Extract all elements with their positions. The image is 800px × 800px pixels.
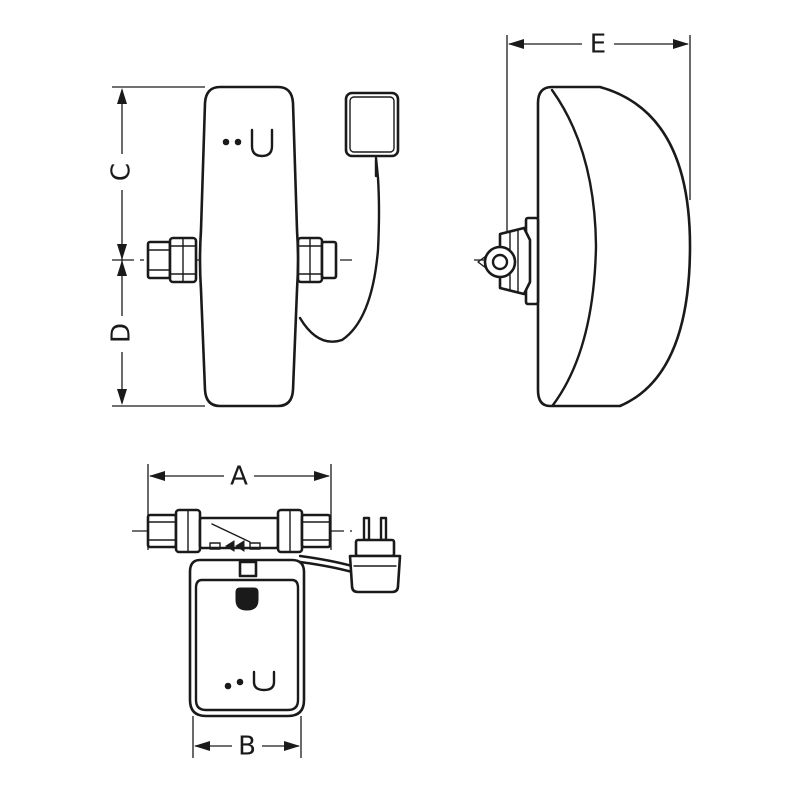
front-view: C D	[107, 85, 400, 408]
right-fitting	[296, 236, 338, 284]
top-view-valve	[146, 508, 332, 554]
sensor-window	[235, 587, 259, 611]
left-fitting	[146, 236, 198, 284]
dimension-label-e: E	[590, 30, 606, 60]
side-view-fitting	[477, 216, 540, 306]
dimension-label-a: A	[230, 462, 248, 492]
sensor-logo-icon	[222, 128, 274, 158]
top-view-plug	[348, 516, 402, 594]
dimension-label-b: B	[238, 732, 256, 762]
side-view: E	[474, 28, 692, 408]
dimension-label-d: D	[107, 323, 137, 343]
side-view-body	[536, 85, 692, 408]
flow-arrow-icon	[209, 540, 261, 552]
sensor-logo-icon	[224, 670, 276, 692]
power-adapter	[344, 91, 400, 158]
top-view-body	[188, 558, 306, 718]
dimension-label-c: C	[107, 163, 137, 181]
top-view: A	[132, 460, 402, 762]
power-cable	[298, 156, 381, 343]
front-view-body	[198, 85, 300, 408]
